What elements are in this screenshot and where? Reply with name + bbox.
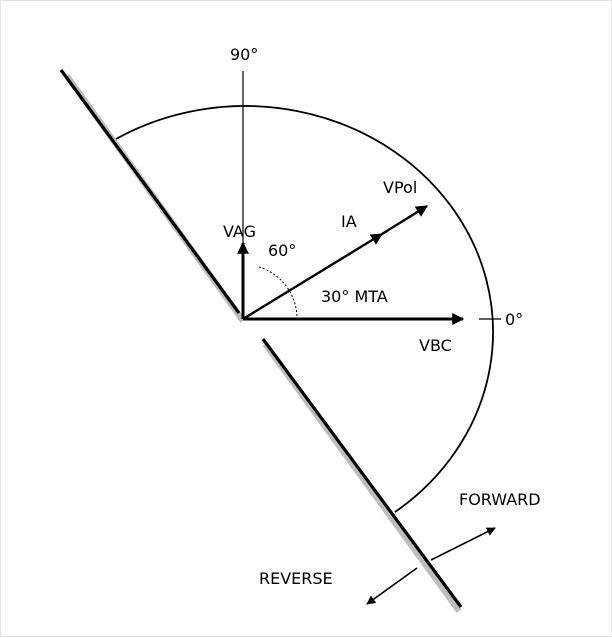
label-vpol: VPol — [383, 178, 417, 197]
zero-torque-line-upper — [59, 69, 241, 314]
zero-torque-line-lower — [261, 338, 463, 608]
angle-arc-60 — [258, 266, 298, 318]
forward-region-arc — [115, 105, 494, 513]
label-0-degrees: 0° — [505, 310, 523, 329]
reverse-direction-arrow — [366, 567, 418, 605]
label-vbc: VBC — [419, 336, 452, 355]
label-ia: IA — [341, 212, 357, 231]
label-forward: FORWARD — [459, 490, 541, 509]
label-reverse: REVERSE — [259, 569, 333, 588]
forward-direction-arrow — [430, 527, 496, 561]
zero-torque-line-shadow-lower — [262, 342, 462, 613]
vpol-vector — [381, 204, 429, 236]
label-60-degrees: 60° — [268, 241, 296, 260]
ia-vector — [242, 232, 384, 321]
label-vag: VAG — [223, 222, 256, 241]
label-30-mta: 30° MTA — [321, 287, 388, 306]
label-90-degrees: 90° — [230, 45, 258, 64]
